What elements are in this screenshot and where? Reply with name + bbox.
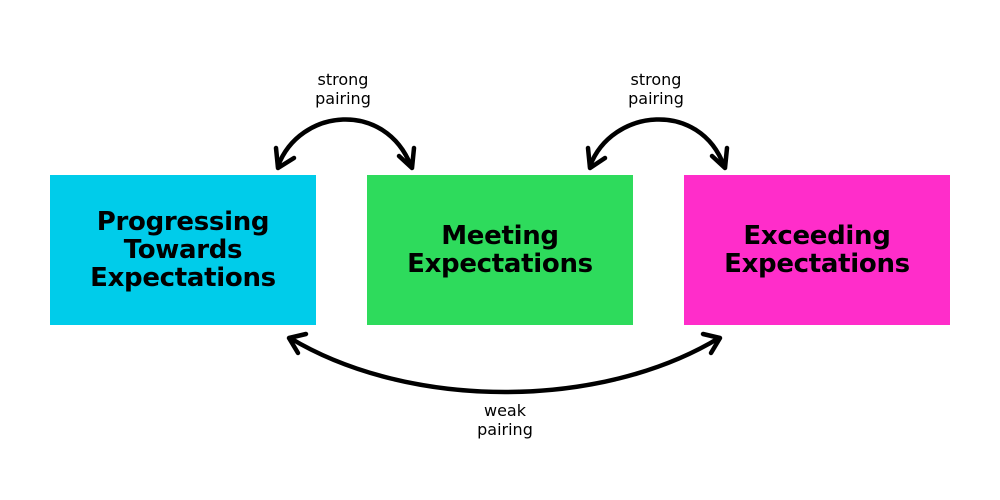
label-strong-pairing-right: strong pairing [628, 70, 684, 108]
strong-pairing-arrow-left-icon [273, 117, 417, 171]
label-strong-pairing-left: strong pairing [315, 70, 371, 108]
strong-pairing-arrow-right-icon [585, 117, 730, 171]
label-weak-pairing: weak pairing [477, 401, 533, 439]
box-label-exceeding: Exceeding Expectations [724, 221, 910, 279]
box-label-meeting: Meeting Expectations [407, 221, 593, 279]
box-progressing-towards-expectations: Progressing Towards Expectations [50, 175, 316, 325]
box-exceeding-expectations: Exceeding Expectations [684, 175, 950, 325]
weak-pairing-arrow-icon [286, 331, 723, 395]
box-meeting-expectations: Meeting Expectations [367, 175, 633, 325]
box-label-progressing: Progressing Towards Expectations [90, 207, 276, 293]
